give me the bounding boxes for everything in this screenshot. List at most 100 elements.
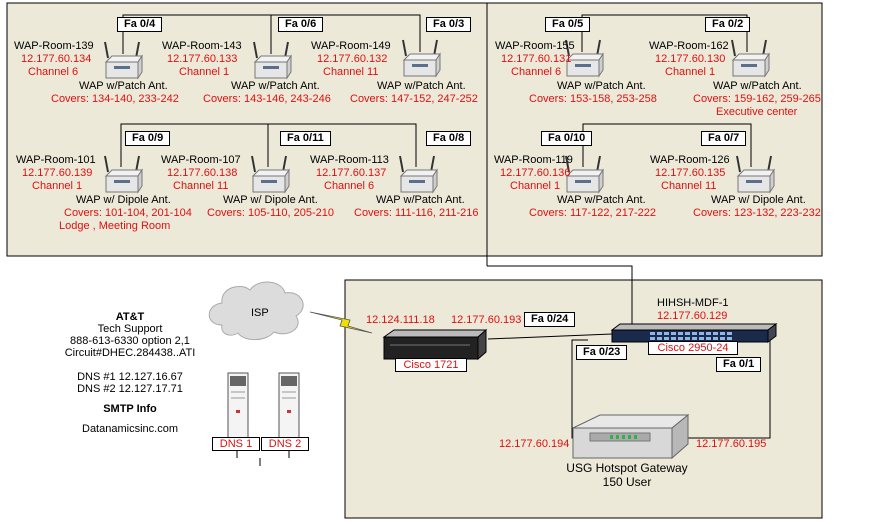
router-label: Cisco 1721 <box>395 358 467 372</box>
wap-ip: 12.177.60.130 <box>655 53 726 65</box>
smtp-host: Datanamicsinc.com <box>82 423 178 435</box>
access-point-icon <box>104 40 143 80</box>
isp-dns1: DNS #1 12.127.16.67 <box>77 371 183 383</box>
cisco-2950-switch-icon <box>610 323 778 343</box>
port-fa0-3: Fa 0/3 <box>426 17 472 32</box>
access-point-icon <box>565 38 604 78</box>
wap-ip: 12.177.60.134 <box>21 53 92 65</box>
wap-antenna: WAP w/Patch Ant. <box>79 80 168 92</box>
wap-channel: Channel 11 <box>173 180 229 192</box>
isp-provider: AT&T <box>115 311 145 323</box>
wap-note: Executive center <box>716 106 798 118</box>
wap-name: WAP-Room-113 <box>310 154 389 166</box>
wap-covers: Covers: 134-140, 233-242 <box>51 93 179 105</box>
port-fa0-24: Fa 0/24 <box>524 312 576 327</box>
port-fa0-6: Fa 0/6 <box>278 17 324 32</box>
wap-antenna: WAP w/Patch Ant. <box>377 80 466 92</box>
wap-ip: 12.177.60.132 <box>317 53 388 65</box>
wap-covers: Covers: 101-104, 201-104 <box>64 207 192 219</box>
wap-covers: Covers: 143-146, 243-246 <box>203 93 331 105</box>
wap-ip: 12.177.60.139 <box>22 167 93 179</box>
wap-covers: Covers: 123-132, 223-232 <box>693 207 821 219</box>
wap-note: Lodge , Meeting Room <box>59 220 171 232</box>
wap-antenna: WAP w/ Dipole Ant. <box>223 194 318 206</box>
wap-zone-panel <box>6 2 823 257</box>
port-fa0-10: Fa 0/10 <box>541 131 593 146</box>
port-fa0-8: Fa 0/8 <box>426 131 472 146</box>
isp-tech-support: Tech Support <box>97 323 163 335</box>
wap-channel: Channel 6 <box>511 66 562 78</box>
wan-link-lightning-icon <box>309 311 373 334</box>
access-point-icon <box>251 154 290 194</box>
usg-gateway-icon <box>572 413 690 460</box>
wap-channel: Channel 6 <box>28 66 79 78</box>
port-fa0-5: Fa 0/5 <box>545 17 591 32</box>
isp-cloud <box>208 281 304 341</box>
port-fa0-1: Fa 0/1 <box>716 357 762 372</box>
port-fa0-7: Fa 0/7 <box>701 131 747 146</box>
wap-channel: Channel 11 <box>323 66 379 78</box>
wap-ip: 12.177.60.135 <box>655 167 726 179</box>
gateway-ip-right: 12.177.60.195 <box>696 438 767 450</box>
wap-ip: 12.177.60.131 <box>501 53 572 65</box>
access-point-icon <box>402 38 441 78</box>
wap-channel: Channel 1 <box>32 180 83 192</box>
wap-covers: Covers: 105-110, 205-210 <box>207 207 334 219</box>
wap-covers: Covers: 153-158, 253-258 <box>529 93 657 105</box>
wap-covers: Covers: 117-122, 217-222 <box>529 207 656 219</box>
wap-name: WAP-Room-149 <box>311 40 391 52</box>
switch-ip: 12.177.60.129 <box>657 310 728 322</box>
wap-name: WAP-Room-162 <box>649 40 729 52</box>
gateway-line1: USG Hotspot Gateway <box>566 461 688 475</box>
access-point-icon <box>253 40 292 80</box>
wap-name: WAP-Room-126 <box>650 154 730 166</box>
wap-ip: 12.177.60.137 <box>316 167 387 179</box>
wap-name: WAP-Room-119 <box>494 154 573 166</box>
access-point-icon <box>399 154 438 194</box>
dns1-server-icon <box>227 372 249 446</box>
wap-ip: 12.177.60.133 <box>167 53 238 65</box>
gateway-caption: USG Hotspot Gateway 150 User <box>544 461 710 489</box>
switch-label: Cisco 2950-24 <box>648 341 738 355</box>
wap-covers: Covers: 111-116, 211-216 <box>354 207 479 219</box>
wap-antenna: WAP w/Patch Ant. <box>557 194 646 206</box>
dns2-box: DNS 2 <box>261 437 309 451</box>
wap-ip: 12.177.60.138 <box>167 167 238 179</box>
wap-channel: Channel 1 <box>510 180 561 192</box>
port-fa0-11: Fa 0/11 <box>280 131 331 146</box>
router-lan-ip: 12.177.60.193 <box>451 314 522 326</box>
wap-ip: 12.177.60.136 <box>500 167 571 179</box>
isp-circuit: Circuit#DHEC.284438..ATI <box>64 347 196 359</box>
wap-name: WAP-Room-101 <box>16 154 96 166</box>
access-point-icon <box>565 154 604 194</box>
wap-channel: Channel 6 <box>324 180 375 192</box>
port-fa0-23: Fa 0/23 <box>576 345 628 360</box>
router-wan-ip: 12.124.111.18 <box>366 314 435 326</box>
port-fa0-2: Fa 0/2 <box>705 17 751 32</box>
wap-antenna: WAP w/Patch Ant. <box>231 80 320 92</box>
wap-channel: Channel 1 <box>665 66 716 78</box>
gateway-line2: 150 User <box>602 475 652 489</box>
wap-name: WAP-Room-107 <box>161 154 241 166</box>
isp-phone: 888-613-6330 option 2,1 <box>70 335 190 347</box>
access-point-icon <box>731 38 770 78</box>
smtp-title: SMTP Info <box>103 403 157 415</box>
dns1-box: DNS 1 <box>212 437 260 451</box>
cisco-1721-router-icon <box>382 328 488 361</box>
switch-name: HIHSH-MDF-1 <box>657 297 729 309</box>
wap-antenna: WAP w/ Dipole Ant. <box>711 194 806 206</box>
wap-covers: Covers: 159-162, 259-265 <box>693 93 821 105</box>
dns2-server-icon <box>278 372 300 446</box>
wap-channel: Channel 11 <box>661 180 717 192</box>
wap-name: WAP-Room-143 <box>162 40 242 52</box>
wap-name: WAP-Room-155 <box>495 40 575 52</box>
wap-antenna: WAP w/Patch Ant. <box>713 80 802 92</box>
wap-channel: Channel 1 <box>179 66 230 78</box>
isp-info-block: AT&T Tech Support 888-613-6330 option 2,… <box>50 311 210 435</box>
mdf-zone-panel <box>344 279 823 519</box>
wap-name: WAP-Room-139 <box>14 40 94 52</box>
access-point-icon <box>736 154 775 194</box>
port-fa0-9: Fa 0/9 <box>125 131 171 146</box>
wap-covers: Covers: 147-152, 247-252 <box>350 93 478 105</box>
